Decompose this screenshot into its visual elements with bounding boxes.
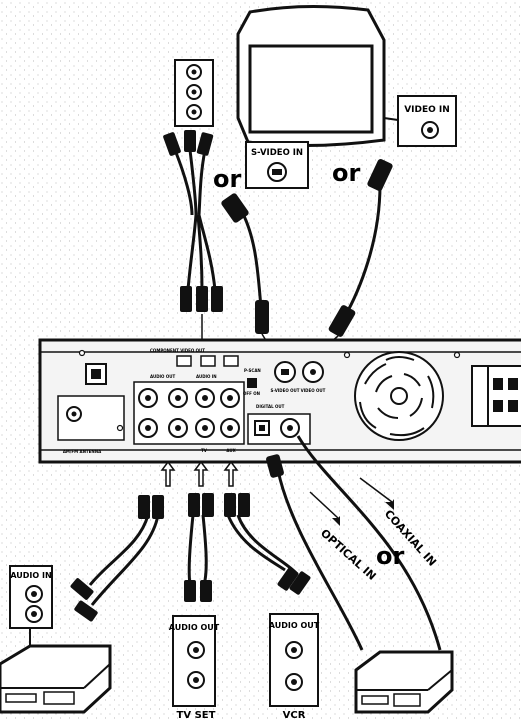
tv-audio-out-callout: AUDIO OUT (169, 615, 220, 707)
audio-in-panel-label: AUDIO IN (196, 374, 217, 379)
tv-audio-out-label: AUDIO OUT (169, 623, 220, 632)
video-in-callout: VIDEO IN (383, 95, 457, 147)
video-in-label: VIDEO IN (404, 105, 450, 115)
fan-grille-icon (354, 351, 444, 441)
svideo-cable (221, 193, 276, 356)
aux-input-label: AUX (226, 448, 235, 453)
svideo-in-label: S-VIDEO IN (251, 148, 303, 158)
p-scan-label: P-SCAN (244, 368, 261, 373)
speaker-terminal-left-icon (471, 365, 489, 427)
audio-upward-arrows (160, 460, 239, 487)
receiver-rear-panel: AM/FM ANTENNA COMPONENT VIDEO OUT AUDIO … (38, 338, 521, 464)
vcr-label: VCR (283, 710, 306, 720)
audio-in-label: AUDIO IN (10, 571, 51, 580)
or-label-bottom: or (376, 542, 404, 570)
component-plugs-bottom (180, 286, 223, 312)
svideo-out-label: S-VIDEO OUT (270, 388, 299, 393)
p-scan-switch[interactable] (247, 378, 257, 388)
audio-in-callout: AUDIO IN (9, 565, 53, 648)
component-plugs-top (163, 130, 214, 156)
component-video-in-panel (174, 59, 214, 127)
tv-set-label: TV SET (177, 710, 216, 720)
right-digital-device (354, 650, 454, 714)
left-audio-device (0, 644, 112, 714)
component-video-out-label: COMPONENT VIDEO OUT (150, 348, 205, 353)
speaker-terminal-block (487, 365, 521, 427)
component-video-out-jacks (176, 355, 239, 367)
off-on-label: OFF ON (243, 391, 260, 396)
television (236, 4, 386, 148)
or-label-left: or (213, 165, 241, 193)
am-fm-antenna-label: AM/FM ANTENNA (63, 449, 102, 454)
vcr-audio-out-label: AUDIO OUT (269, 621, 320, 630)
component-cable (173, 149, 217, 291)
coaxial-cable (296, 435, 442, 651)
svideo-in-callout: S-VIDEO IN (245, 141, 309, 189)
vcr-audio-out-callout: AUDIO OUT (269, 613, 320, 707)
digital-out-label: DIGITAL OUT (256, 404, 285, 409)
audio-plugs (70, 493, 311, 622)
audio-out-label: AUDIO OUT (150, 374, 175, 379)
tv-input-label: TV (201, 448, 208, 453)
tv-screen (248, 44, 374, 134)
video-out-label: VIDEO OUT (301, 388, 326, 393)
optical-cable (266, 454, 364, 651)
or-label-right: or (332, 159, 360, 187)
